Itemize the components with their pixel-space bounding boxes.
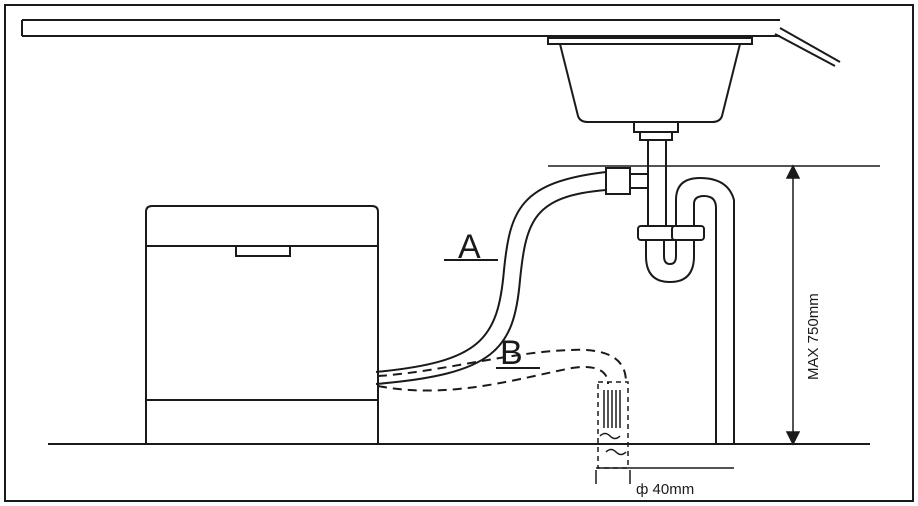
countertop [21, 19, 841, 67]
drain-hose-b [377, 348, 627, 392]
floor-drain-pipe [597, 381, 629, 469]
label-max-height: MAX 750mm [805, 293, 822, 380]
sink-drain-trap [605, 140, 735, 444]
drain-hose-a [375, 171, 607, 385]
dishwasher [145, 205, 379, 445]
label-hose-b: B [500, 334, 523, 372]
sink-basin [547, 37, 753, 141]
dishwasher-door-handle [235, 245, 291, 257]
max-height-dimension-arrow [785, 164, 801, 446]
label-drain-diameter: ф 40mm [636, 481, 694, 498]
diagram-frame [4, 4, 914, 502]
label-hose-a: A [458, 228, 481, 266]
drain-diameter-dimension [595, 467, 734, 484]
